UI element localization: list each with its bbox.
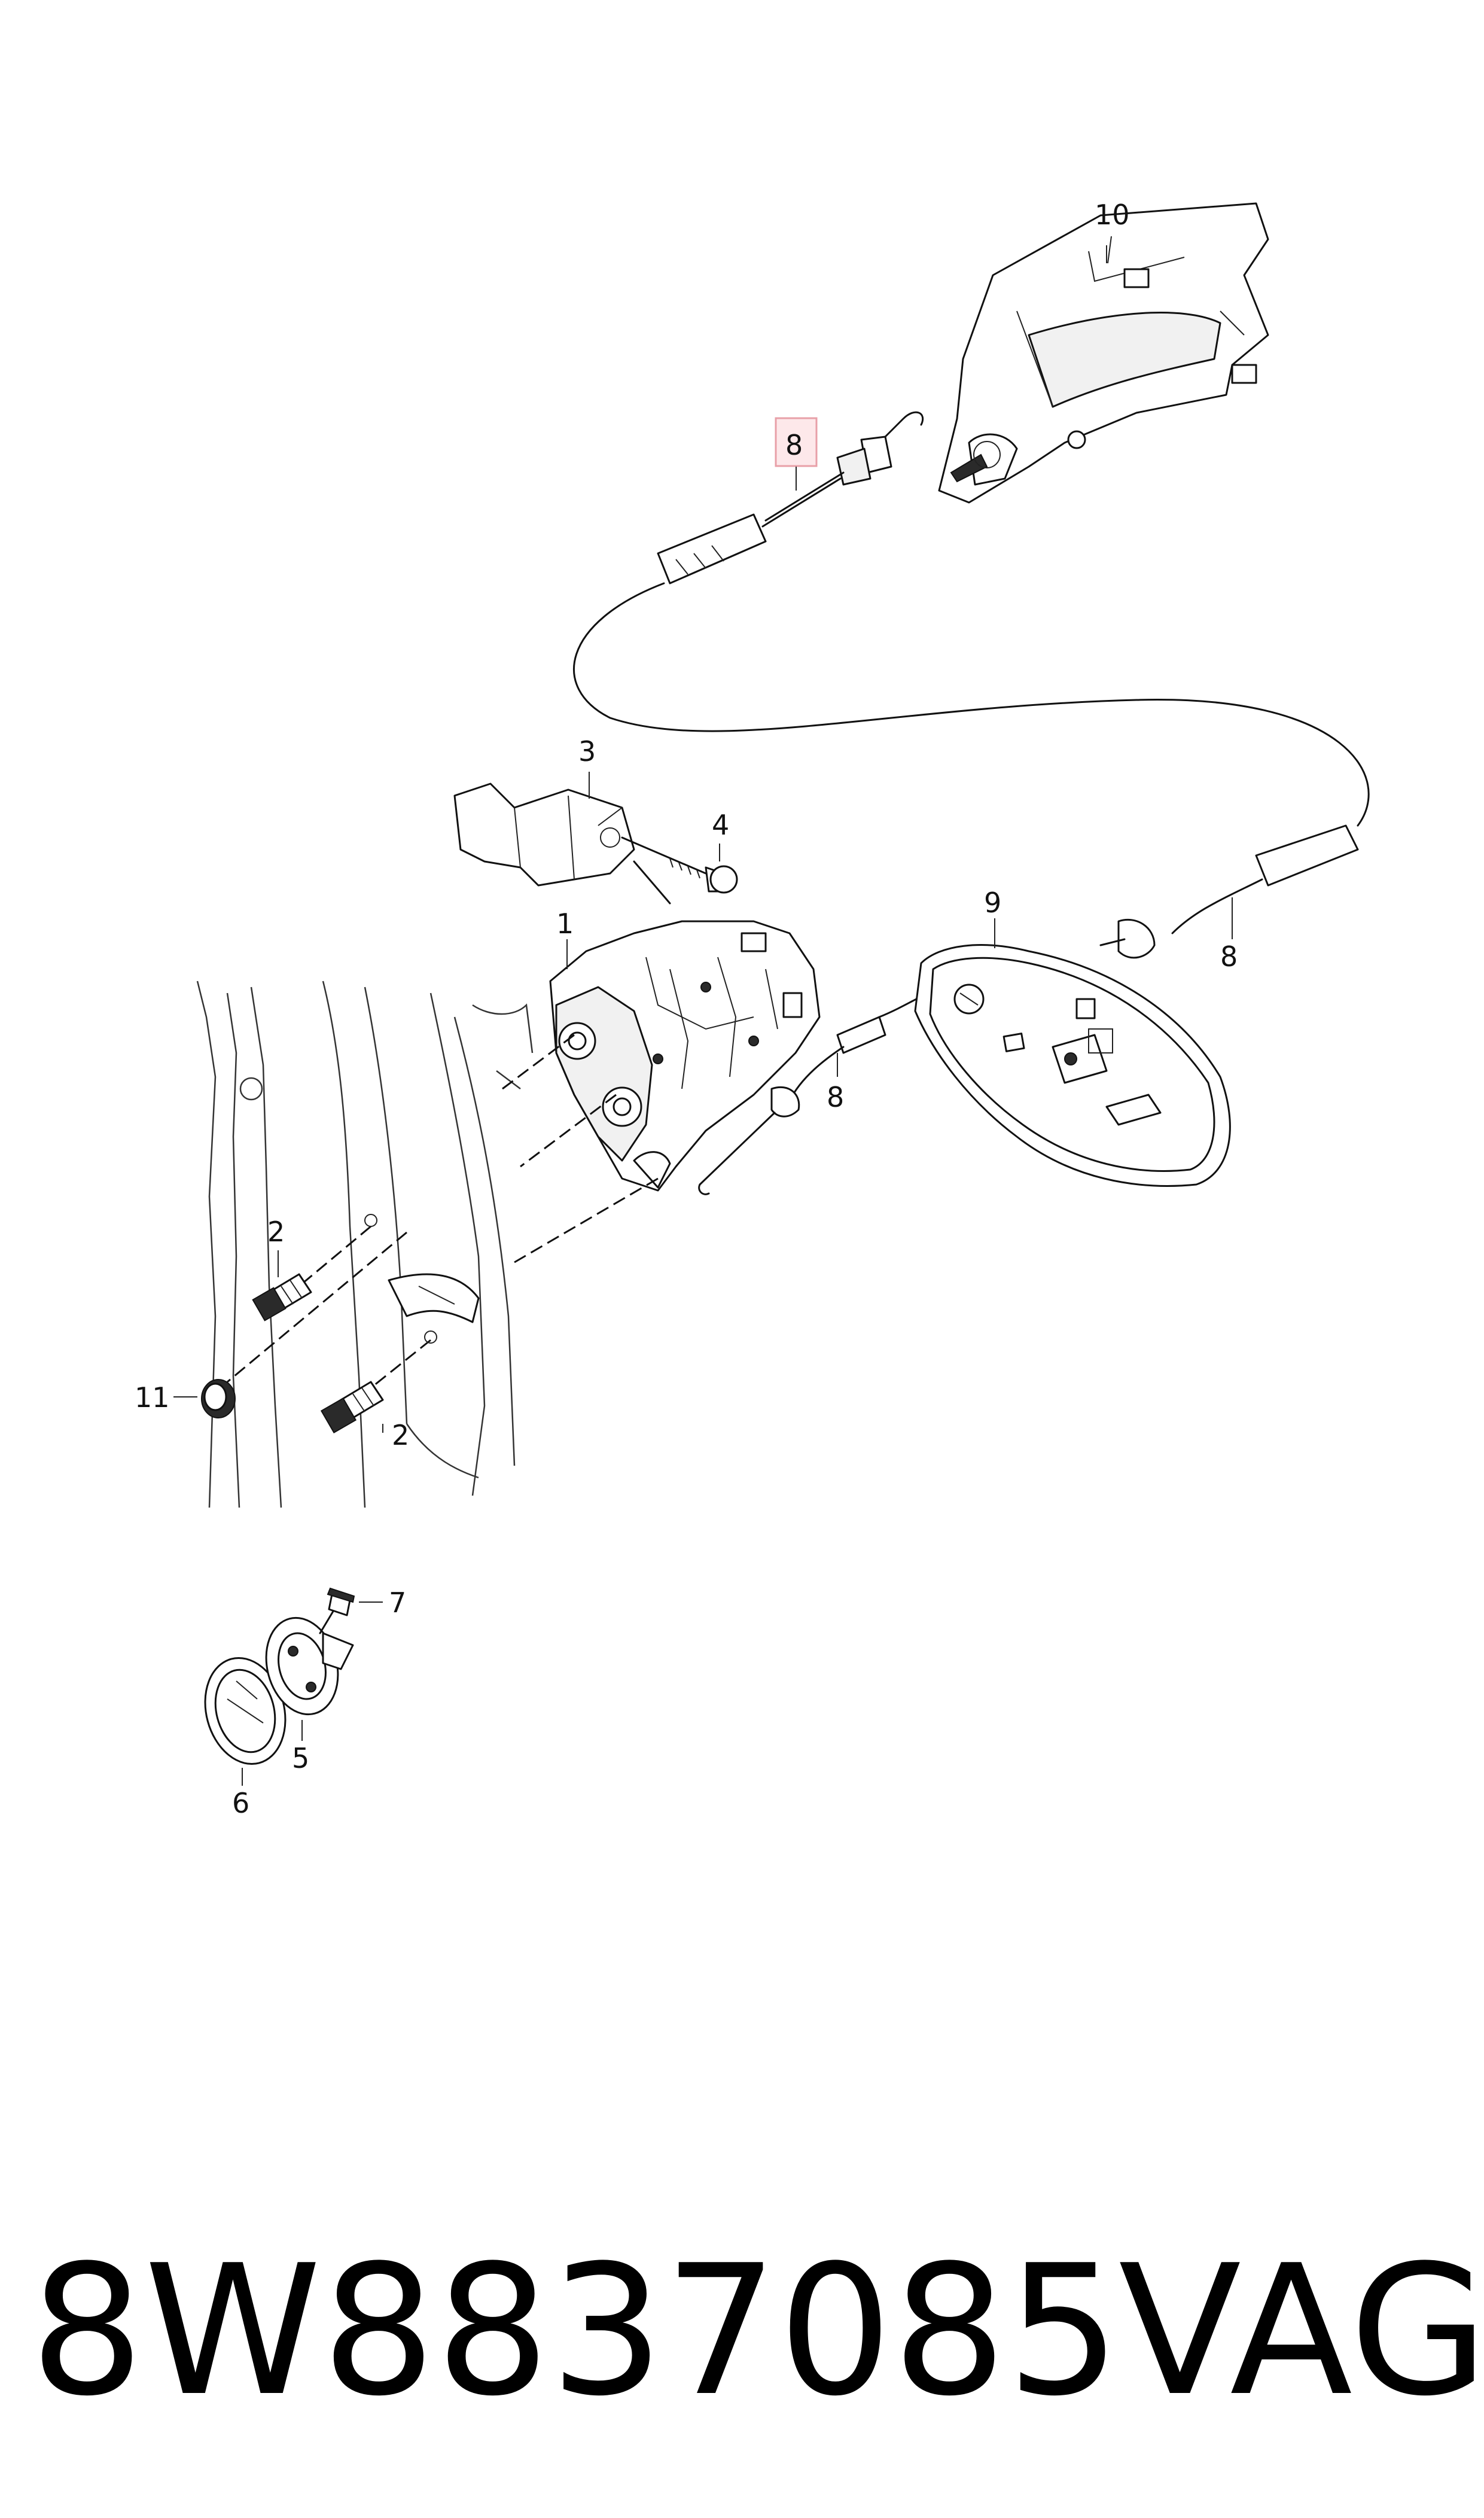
callout-9: 9: [984, 887, 1001, 919]
interior-handle-housing: [938, 202, 1269, 504]
footer-brand: VAG: [1119, 2227, 1484, 2435]
callout-8-highlighted: 8: [785, 429, 803, 461]
screw-2-upper: [252, 1273, 312, 1322]
lock-cover: [453, 783, 635, 887]
door-frame: [196, 981, 534, 1508]
bowden-cable: [573, 411, 1370, 959]
assembly-line-c: [514, 1177, 659, 1263]
screw-7: [319, 1587, 355, 1634]
callout-6: 6: [232, 1787, 249, 1819]
callout-4: 4: [712, 809, 729, 841]
leader-3-to-lock: [633, 860, 671, 905]
callout-2-upper: 2: [267, 1216, 285, 1248]
assembly-line-b: [520, 1094, 617, 1168]
striker-5: [265, 1616, 354, 1716]
door-lock-actuator: [549, 920, 821, 1192]
screw-2-lower: [320, 1381, 384, 1434]
hole-upper: [364, 1214, 377, 1227]
screw-4: [621, 836, 738, 894]
highlight-box-8: [775, 417, 818, 467]
callout-3: 3: [578, 735, 596, 768]
callout-5: 5: [292, 1742, 309, 1774]
assembly-line-f: [370, 1339, 431, 1389]
assembly-line-d: [298, 1225, 371, 1287]
leader-10: [1107, 236, 1112, 264]
footer-part-number: 8W8837085: [30, 2227, 1121, 2435]
callout-11: 11: [135, 1381, 170, 1414]
striker-plate-6: [204, 1657, 287, 1765]
assembly-line-e: [227, 1231, 407, 1383]
callout-8-lower: 8: [827, 1081, 844, 1113]
callout-1: 1: [556, 908, 574, 940]
handle-bezel: [914, 944, 1231, 1187]
callout-2-lower: 2: [392, 1419, 409, 1451]
callout-7: 7: [389, 1587, 406, 1619]
grommet-11: [201, 1379, 236, 1418]
callout-10: 10: [1095, 199, 1130, 231]
assembly-line-a: [502, 1034, 575, 1090]
hole-lower: [424, 1330, 437, 1344]
callout-8-right: 8: [1220, 940, 1238, 973]
